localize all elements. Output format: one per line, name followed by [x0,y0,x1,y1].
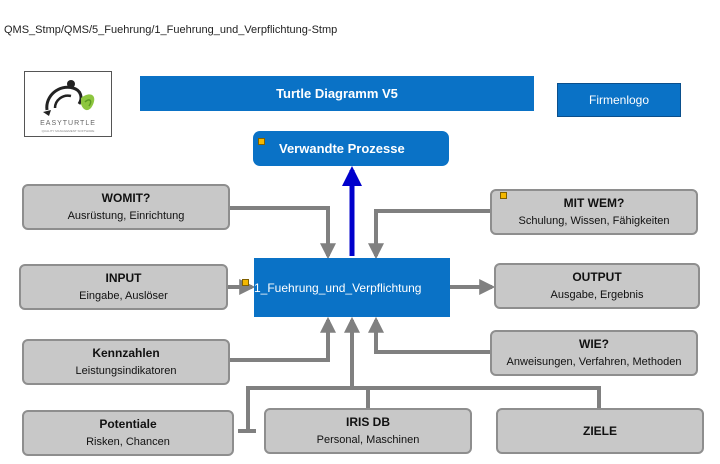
box-womit[interactable]: WOMIT? Ausrüstung, Einrichtung [22,184,230,230]
box-wie-sub: Anweisungen, Verfahren, Methoden [506,356,682,368]
note-marker-icon[interactable] [242,279,249,286]
center-process-label: 1_Fuehrung_und_Verpflichtung [254,280,422,295]
box-wie[interactable]: WIE? Anweisungen, Verfahren, Methoden [490,330,698,376]
related-processes-label: Verwandte Prozesse [279,141,405,156]
breadcrumb: QMS_Stmp/QMS/5_Fuehrung/1_Fuehrung_und_V… [4,24,338,36]
box-wie-title: WIE? [579,337,609,351]
center-process[interactable]: 1_Fuehrung_und_Verpflichtung [254,258,450,317]
note-marker-icon[interactable] [258,138,265,145]
connector-kennzahlen [230,316,336,362]
note-marker-icon[interactable] [500,192,507,199]
box-iris-db-sub: Personal, Maschinen [316,434,420,446]
firmenlogo-placeholder: Firmenlogo [557,83,681,117]
easyturtle-logo: EASYTURTLE QUALITY MANAGEMENT SOFTWARE [24,71,112,137]
box-potentiale-sub: Risken, Chancen [86,436,170,448]
related-processes-button[interactable]: Verwandte Prozesse [253,131,449,166]
box-iris-db[interactable]: IRIS DB Personal, Maschinen [264,408,472,454]
box-ziele[interactable]: ZIELE [496,408,704,454]
turtle-icon [43,80,95,116]
logo-tagline: QUALITY MANAGEMENT SOFTWARE [41,129,95,133]
box-mit-wem-title: MIT WEM? [563,196,625,210]
box-mit-wem[interactable]: MIT WEM? Schulung, Wissen, Fähigkeiten [490,189,698,235]
box-womit-title: WOMIT? [101,191,151,205]
box-kennzahlen-title: Kennzahlen [92,346,160,360]
box-potentiale-title: Potentiale [99,417,157,431]
box-output-sub: Ausgabe, Ergebnis [550,289,644,301]
connector-potentiale [238,386,601,433]
logo-brand: EASYTURTLE [40,120,96,127]
box-iris-db-title: IRIS DB [345,415,390,429]
box-input-sub: Eingabe, Auslöser [79,290,168,302]
box-output[interactable]: OUTPUT Ausgabe, Ergebnis [494,263,700,309]
box-potentiale[interactable]: Potentiale Risken, Chancen [22,410,234,456]
box-output-title: OUTPUT [572,270,622,284]
connector-wie [368,316,490,354]
box-input-title: INPUT [105,271,142,285]
connector-mitwem [368,209,490,260]
connector-womit [230,206,336,260]
box-ziele-title: ZIELE [582,423,617,438]
box-kennzahlen-sub: Leistungsindikatoren [75,365,177,377]
box-mit-wem-sub: Schulung, Wissen, Fähigkeiten [518,215,670,227]
box-input[interactable]: INPUT Eingabe, Auslöser [19,264,228,310]
box-womit-sub: Ausrüstung, Einrichtung [67,210,185,222]
box-kennzahlen[interactable]: Kennzahlen Leistungsindikatoren [22,339,230,385]
diagram-title: Turtle Diagramm V5 [140,76,534,111]
